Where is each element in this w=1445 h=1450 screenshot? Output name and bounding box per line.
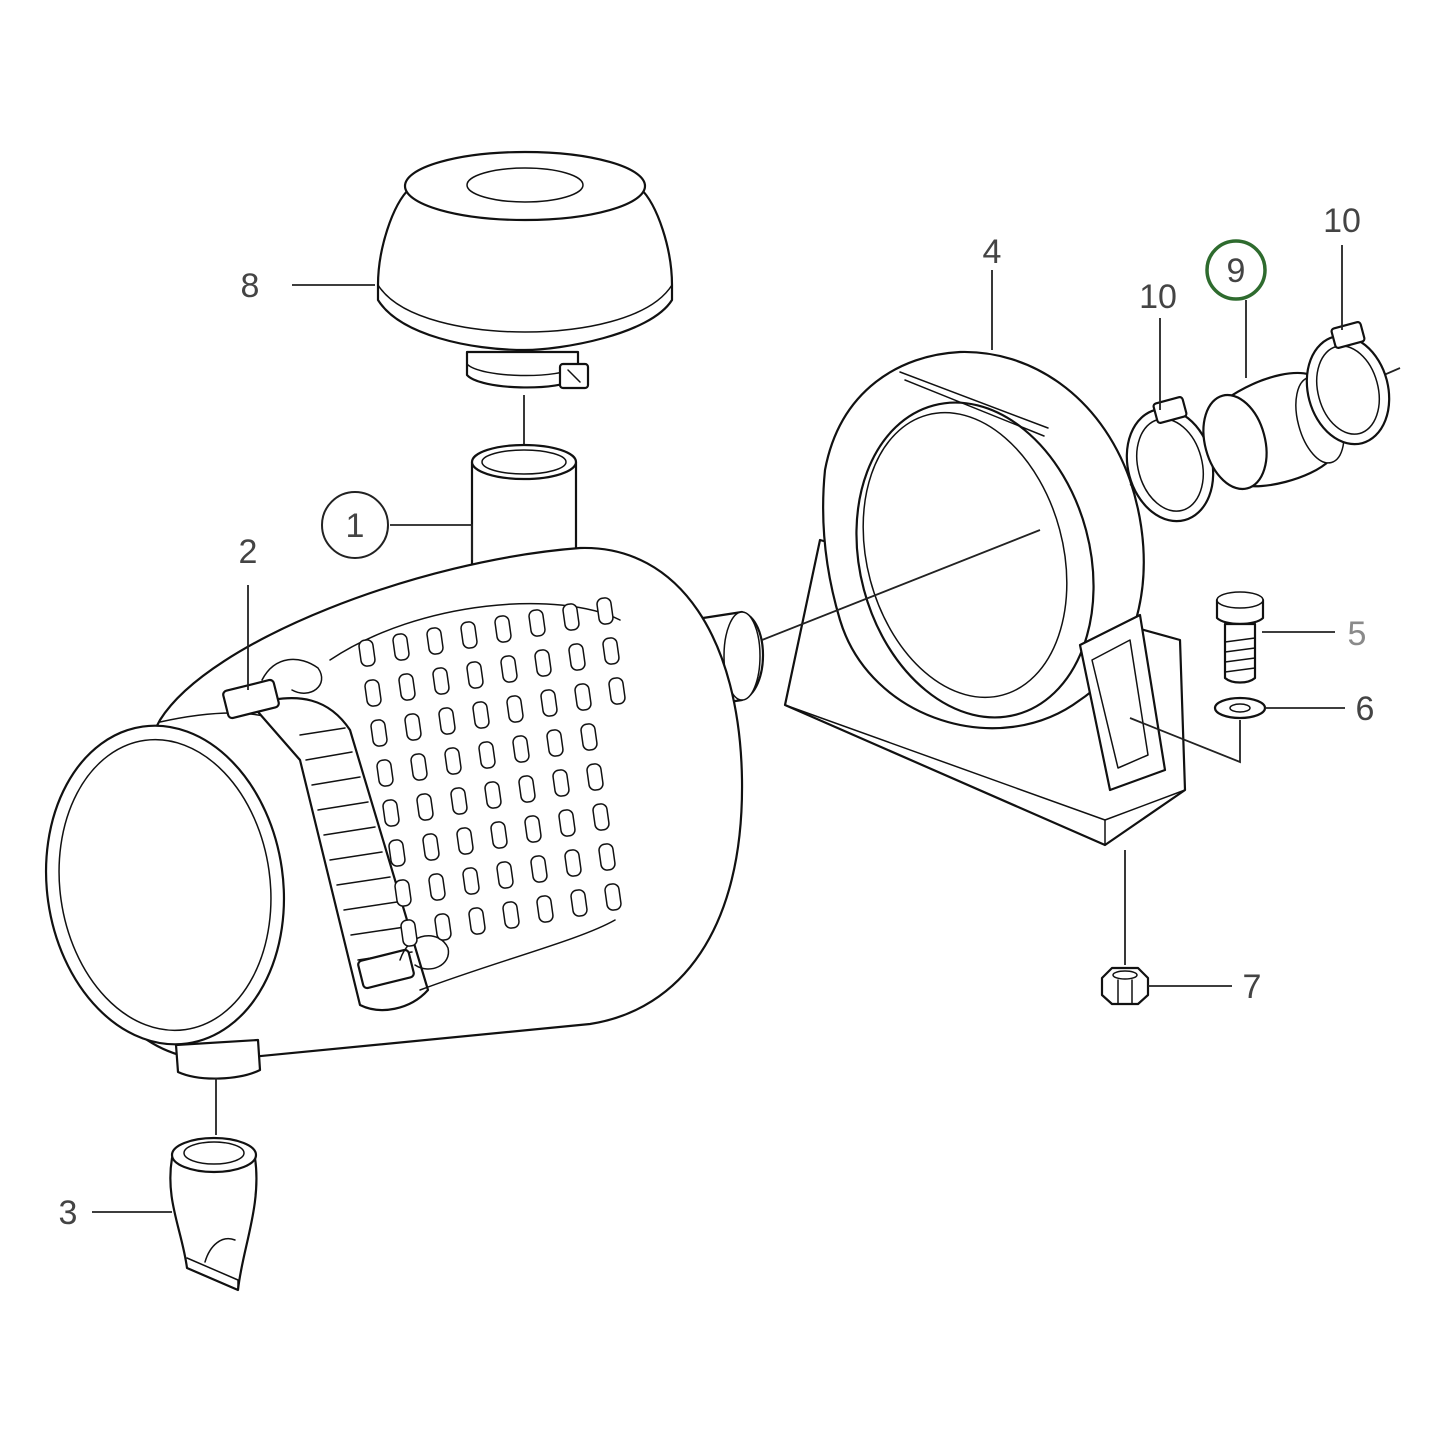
perforation-slot xyxy=(478,741,496,769)
perforation-slot xyxy=(468,907,486,935)
perforation-slot xyxy=(450,787,468,815)
perforation-slot xyxy=(434,913,452,941)
callout-2[interactable]: 2 xyxy=(239,533,258,571)
perforation-slot xyxy=(496,861,514,889)
perforation-slot xyxy=(484,781,502,809)
perforation-slot xyxy=(604,883,622,911)
perforation-slot xyxy=(500,655,518,683)
part-3-dust-valve[interactable] xyxy=(169,1136,258,1292)
perforation-slot xyxy=(524,815,542,843)
part-10-hose-clamp-left[interactable] xyxy=(1115,396,1226,530)
perforation-slot xyxy=(518,775,536,803)
perforation-slot xyxy=(382,799,400,827)
perforation-slot xyxy=(574,683,592,711)
perforation-slot xyxy=(580,723,598,751)
callout-8[interactable]: 8 xyxy=(241,267,260,305)
perforation-slot xyxy=(398,673,416,701)
perforation-slot xyxy=(460,621,478,649)
perforation-slot xyxy=(490,821,508,849)
part-4-mounting-bracket[interactable] xyxy=(783,350,1187,847)
perforation-slot xyxy=(534,649,552,677)
perforation-slot xyxy=(358,639,376,667)
perforation-slot xyxy=(558,809,576,837)
callout-9[interactable]: 9 xyxy=(1227,252,1246,290)
callout-1[interactable]: 1 xyxy=(346,507,365,545)
perforation-slot xyxy=(388,839,406,867)
callout-5[interactable]: 5 xyxy=(1348,615,1367,653)
perforation-slot xyxy=(422,833,440,861)
perforation-slot xyxy=(438,707,456,735)
callout-7[interactable]: 7 xyxy=(1243,968,1262,1006)
perforation-slot xyxy=(562,603,580,631)
leader-line xyxy=(390,524,473,560)
leader-line xyxy=(761,529,1041,641)
perforation-slot xyxy=(392,633,410,661)
perforation-slots xyxy=(358,597,626,947)
perforation-slot xyxy=(444,747,462,775)
perforation-slot xyxy=(502,901,520,929)
perforation-slot xyxy=(370,719,388,747)
perforation-slot xyxy=(528,609,546,637)
perforation-slot xyxy=(466,661,484,689)
perforation-slot xyxy=(394,879,412,907)
perforation-slot xyxy=(400,919,418,947)
perforation-slot xyxy=(546,729,564,757)
perforation-slot xyxy=(456,827,474,855)
perforation-slot xyxy=(506,695,524,723)
callout-1-circle xyxy=(321,491,389,559)
perforation-slot xyxy=(462,867,480,895)
perforation-slot xyxy=(596,597,614,625)
perforation-slot xyxy=(426,627,444,655)
callout-6[interactable]: 6 xyxy=(1356,690,1375,728)
part-6-washer[interactable] xyxy=(1213,696,1267,720)
perforation-slot xyxy=(536,895,554,923)
callout-4[interactable]: 4 xyxy=(983,233,1002,271)
part-8-precleaner-cap[interactable] xyxy=(376,150,674,390)
callout-10-right[interactable]: 10 xyxy=(1323,202,1361,240)
perforation-slot xyxy=(586,763,604,791)
perforation-slot xyxy=(570,889,588,917)
perforation-slot xyxy=(598,843,616,871)
callout-3[interactable]: 3 xyxy=(59,1194,78,1232)
perforation-slot xyxy=(512,735,530,763)
perforation-slot xyxy=(376,759,394,787)
perforation-slot xyxy=(530,855,548,883)
callout-9-highlight-circle xyxy=(1205,239,1267,301)
callout-10-left[interactable]: 10 xyxy=(1139,278,1177,316)
part-7-nut[interactable] xyxy=(1100,966,1150,1006)
perforation-slot xyxy=(432,667,450,695)
perforation-slot xyxy=(472,701,490,729)
part-10-hose-clamp-right[interactable] xyxy=(1295,321,1401,453)
perforation-slot xyxy=(428,873,446,901)
perforation-slot xyxy=(540,689,558,717)
perforation-slot xyxy=(608,677,626,705)
perforation-slot xyxy=(416,793,434,821)
perforation-slot xyxy=(564,849,582,877)
part-1-filter-housing[interactable] xyxy=(26,443,765,1080)
perforation-slot xyxy=(552,769,570,797)
perforation-slot xyxy=(568,643,586,671)
leader-line xyxy=(1129,717,1241,764)
perforation-slot xyxy=(592,803,610,831)
perforation-slot xyxy=(364,679,382,707)
perforation-slot xyxy=(602,637,620,665)
perforation-slot xyxy=(404,713,422,741)
part-5-bolt[interactable] xyxy=(1215,591,1265,684)
perforation-slot xyxy=(410,753,428,781)
perforation-slot xyxy=(494,615,512,643)
